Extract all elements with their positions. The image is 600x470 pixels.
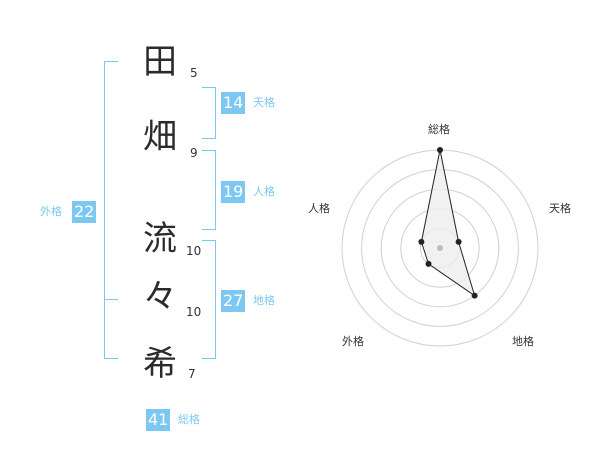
tenkaku-label: 天格 <box>253 96 275 109</box>
gaikaku-badge: 22 <box>72 201 97 223</box>
chikaku-bracket <box>202 240 216 359</box>
radar-point-4 <box>425 260 432 267</box>
name-char-2: 畑 <box>143 117 177 157</box>
stroke-count-2: 9 <box>190 146 198 160</box>
stroke-count-5: 7 <box>188 367 196 381</box>
jinkaku-label: 人格 <box>253 185 275 198</box>
stroke-count-4: 10 <box>186 305 202 319</box>
radar-axis-label-chikaku: 地格 <box>512 335 534 348</box>
radar-axis-label-soukaku: 総格 <box>428 123 450 136</box>
gaikaku-bracket <box>104 61 118 359</box>
name-char-5: 希 <box>143 344 177 384</box>
radar-point-1 <box>437 147 443 153</box>
radar-axis-label-jinkaku: 人格 <box>308 202 330 215</box>
radar-point-5 <box>418 238 425 245</box>
radar-center-dot <box>437 245 443 251</box>
stroke-count-1: 5 <box>190 66 198 80</box>
name-char-3: 流 <box>143 219 177 259</box>
name-char-1: 田 <box>143 42 177 82</box>
gaikaku-bracket-mid-tick <box>104 299 118 300</box>
radar-point-3 <box>471 292 478 299</box>
radar-axis-label-gaikaku: 外格 <box>342 335 364 348</box>
radar-axis-label-tenkaku: 天格 <box>549 202 571 215</box>
tenkaku-badge: 14 <box>221 92 246 114</box>
soukaku-badge: 41 <box>146 409 171 431</box>
gaikaku-label: 外格 <box>40 205 62 218</box>
name-char-4: 々 <box>143 277 177 317</box>
tenkaku-bracket <box>202 87 216 139</box>
jinkaku-bracket <box>202 150 216 230</box>
soukaku-label: 総格 <box>178 413 200 426</box>
chikaku-badge: 27 <box>221 290 246 312</box>
radar-point-2 <box>455 238 462 245</box>
radar-value-polygon <box>420 149 476 297</box>
chikaku-label: 地格 <box>253 294 275 307</box>
jinkaku-badge: 19 <box>221 181 246 203</box>
stroke-count-3: 10 <box>186 244 202 258</box>
